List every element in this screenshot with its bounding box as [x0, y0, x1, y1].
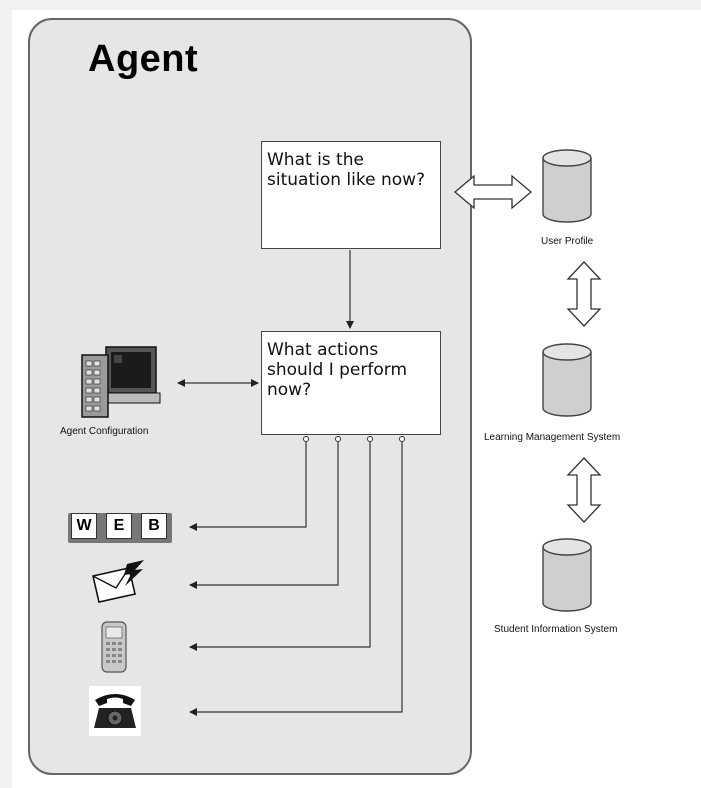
student-information-system-label: Student Information System [494, 624, 618, 635]
web-key-e: E [106, 513, 132, 539]
lms-sis-arrow [566, 457, 602, 523]
actions-box: What actions should I perform now? [261, 331, 441, 435]
learning-management-system-database-icon [541, 342, 593, 418]
web-icon: W E B [68, 513, 172, 543]
user-profile-database-icon [541, 148, 593, 224]
agent-configuration-label: Agent Configuration [60, 426, 149, 437]
situation-box: What is the situation like now? [261, 141, 441, 249]
learning-management-system-label: Learning Management System [484, 432, 621, 443]
user-profile-label: User Profile [541, 236, 594, 247]
computer-icon [80, 343, 164, 421]
profile-lms-arrow [566, 261, 602, 327]
agent-title: Agent [88, 38, 199, 80]
student-information-system-database-icon [541, 537, 593, 613]
email-icon [89, 560, 147, 604]
web-key-w: W [71, 513, 97, 539]
mobile-phone-icon [98, 620, 130, 674]
telephone-icon [89, 686, 141, 736]
web-key-b: B [141, 513, 167, 539]
